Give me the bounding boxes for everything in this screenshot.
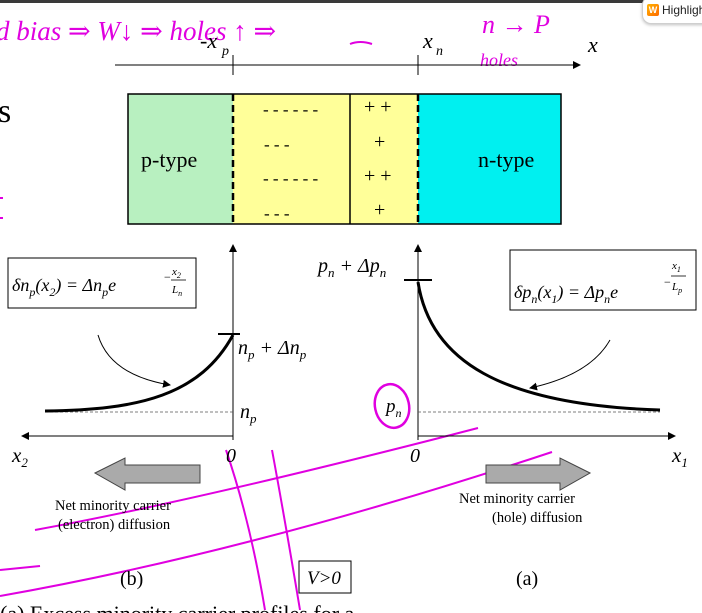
bottom-caption-text: (a) Excess minority carrier profiles for…: [0, 601, 355, 613]
top-window-bar: [0, 0, 702, 3]
highlighter-w-icon: W: [647, 4, 659, 16]
neg-xp-sub: p: [221, 44, 229, 59]
left-plot-curve: [44, 334, 235, 413]
right-panel-label: (a): [516, 568, 538, 590]
junction-x-axis: x -x p x n: [115, 28, 598, 75]
n-region: [418, 94, 561, 224]
pos-charge-row-2: +: [374, 131, 385, 153]
left-diffusion-arrow: [93, 457, 201, 491]
left-formula: δnp(x2) = Δnpe: [12, 275, 116, 299]
n-type-label: n-type: [478, 147, 534, 172]
condition-label: V>0: [307, 568, 341, 589]
handwritten-holes: holes: [480, 50, 518, 70]
right-plot-curve: [416, 281, 661, 412]
right-x-axis-label: x1: [671, 443, 688, 470]
right-formula-box: [509, 249, 697, 311]
left-formula-exp-minus: −: [164, 270, 171, 284]
right-plot: pn + Δpn pn x1 0 δpn(x1) = Δpne − x1 Lp …: [316, 244, 697, 590]
neg-charge-row-3: - - - - - -: [263, 169, 319, 188]
left-formula-pointer: [97, 334, 171, 388]
junction-outline: [127, 93, 562, 225]
right-formula: δpn(x1) = Δpne: [514, 282, 618, 306]
handwritten-stroke-1: [34, 427, 479, 531]
right-formula-exp-minus: −: [664, 275, 671, 289]
right-baseline-label: pn: [384, 396, 402, 420]
handwritten-top-note: d bias ⇒ W↓ ⇒ holes ↑ ⇒: [0, 16, 276, 46]
left-baseline-label: np: [240, 401, 257, 426]
handwritten-underline: [349, 41, 373, 45]
left-fragment-s: s: [0, 93, 11, 130]
neg-charge-row-2: - - -: [264, 135, 290, 154]
left-diffusion-text-1: Net minority carrier: [55, 498, 171, 514]
right-formula-exp-den: Lp: [671, 281, 682, 295]
pos-charge-row-1: + +: [364, 96, 392, 118]
neg-xp-label: -x: [200, 28, 217, 53]
left-peak-label: np + Δnp: [238, 337, 307, 362]
neg-charge-row-1: - - - - - -: [263, 100, 319, 119]
condition-box: [298, 560, 352, 594]
right-diffusion-arrow: [485, 457, 592, 491]
x-axis-label: x: [587, 32, 598, 57]
left-formula-box: [7, 257, 197, 309]
right-diffusion-text-2: (hole) diffusion: [492, 510, 583, 526]
handwritten-stroke-7: [0, 565, 41, 571]
handwritten-stroke-2: [0, 451, 553, 597]
left-formula-exp-den: Ln: [171, 284, 182, 298]
left-diffusion-text-2: (electron) diffusion: [58, 517, 171, 533]
right-diffusion-text-1: Net minority carrier: [459, 491, 575, 507]
xn-sub: n: [436, 44, 443, 59]
left-panel-label: (b): [120, 568, 143, 590]
handwritten-circle-pn: [373, 382, 411, 430]
highlight-button-label: Highligh: [662, 3, 702, 17]
right-formula-pointer: [529, 339, 611, 391]
xn-label: x: [422, 28, 433, 53]
right-origin-label: 0: [410, 445, 420, 467]
depletion-region: [233, 94, 418, 224]
left-origin-label: 0: [226, 445, 236, 467]
left-x-axis-label: x2: [11, 443, 28, 470]
junction-block: p-type n-type - - - - - - - - - - - - - …: [127, 93, 562, 225]
pos-charge-row-4: +: [374, 199, 385, 221]
left-plot: np + Δnp np x2 0 δnp(x2) = Δnpe − x2 Ln …: [7, 244, 307, 590]
handwritten-n-to-p: n → P: [482, 10, 550, 39]
handwritten-stroke-4: [271, 449, 301, 611]
right-peak-label: pn + Δpn: [316, 255, 386, 280]
pos-charge-row-3: + +: [364, 165, 392, 187]
neg-charge-row-4: - - -: [264, 204, 290, 223]
p-type-label: p-type: [141, 147, 197, 172]
p-region: [128, 94, 233, 224]
highlight-button[interactable]: W Highligh: [642, 0, 702, 24]
left-formula-exp-num: x2: [171, 266, 181, 280]
handwritten-stroke-3: [225, 449, 266, 611]
right-formula-exp-num: x1: [671, 260, 681, 274]
handwritten-annotations: d bias ⇒ W↓ ⇒ holes ↑ ⇒ n → P holes: [0, 10, 553, 611]
